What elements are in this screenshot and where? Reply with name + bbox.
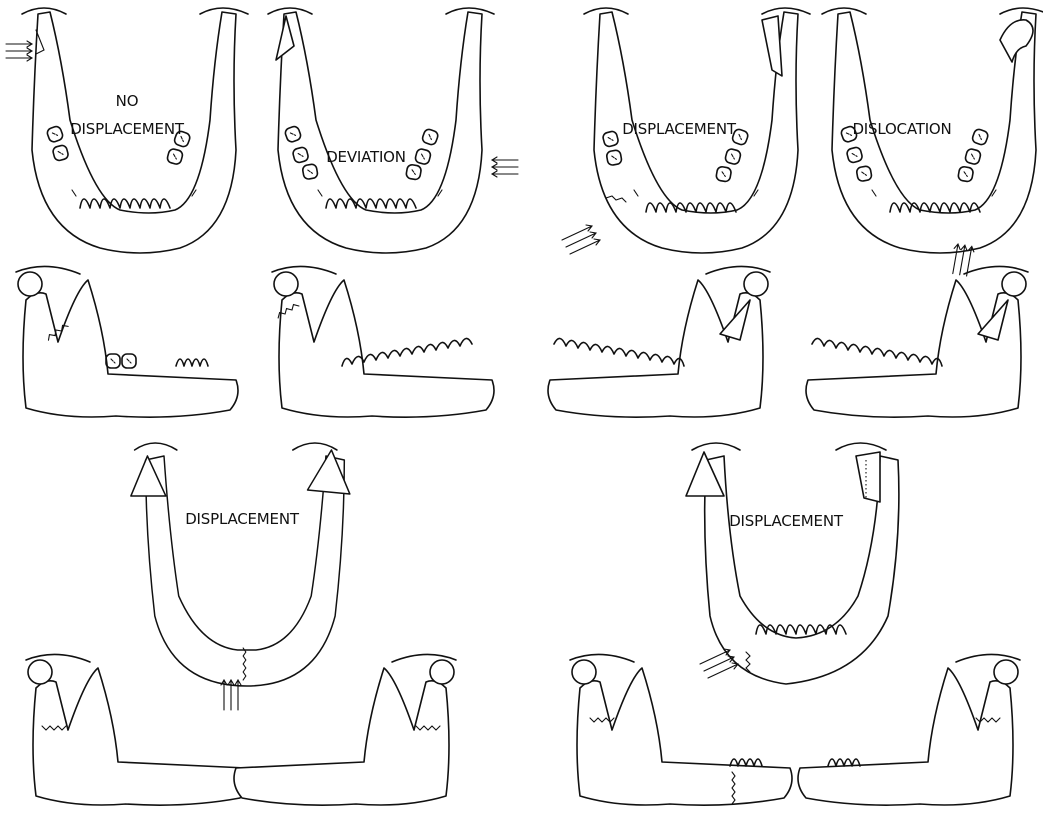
panel-label: DISPLACEMENT — [185, 510, 300, 528]
mandible-lateral-view-right — [798, 654, 1020, 805]
mandible-frontal-view — [686, 443, 899, 684]
panel-displacement-bilateral-symphysis: DISPLACEMENT — [26, 443, 456, 805]
mandible-lateral-view — [272, 266, 494, 417]
force-arrows — [562, 225, 600, 254]
panel-label: DEVIATION — [326, 148, 406, 166]
mandible-frontal-view — [268, 8, 494, 253]
mandible-frontal-view — [131, 443, 350, 686]
force-arrows — [492, 157, 518, 177]
panel-label: DISPLACEMENT — [622, 120, 737, 138]
panel-label: NO — [116, 92, 139, 110]
mandible-lateral-view — [16, 266, 238, 417]
panel-label: DISLOCATION — [852, 120, 951, 138]
mandible-lateral-view — [548, 266, 770, 417]
panel-displacement-unilateral: DISPLACEMENT — [548, 8, 810, 417]
mandible-lateral-view — [806, 266, 1028, 417]
panel-label: DISPLACEMENT — [729, 512, 844, 530]
panel-label: DISPLACEMENT — [70, 120, 185, 138]
panel-deviation: DEVIATION — [268, 8, 518, 417]
force-arrows — [221, 680, 241, 710]
panel-no-displacement: NO DISPLACEMENT — [6, 8, 248, 417]
panel-displacement-bilateral-parasymphysis: DISPLACEMENT — [570, 443, 1020, 805]
panel-dislocation: DISLOCATION — [806, 8, 1043, 417]
force-arrows — [6, 41, 32, 61]
